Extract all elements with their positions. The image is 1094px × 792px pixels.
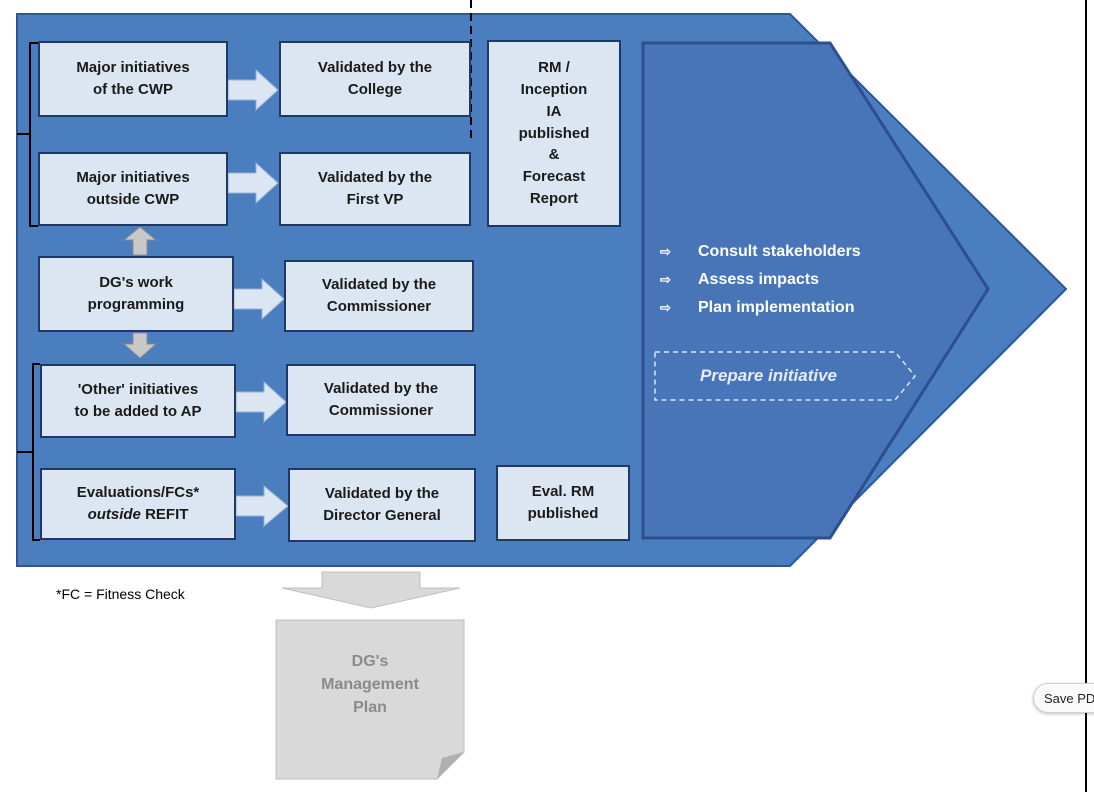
box-text-italic: outside: [87, 506, 141, 523]
step-label: Consult stakeholders: [698, 243, 861, 260]
connector-arrow: [227, 161, 279, 205]
box-text: published: [518, 124, 590, 142]
box-dg-work-programming: DG's work programming: [38, 256, 234, 332]
mgmt-text: DG's: [351, 653, 389, 670]
box-text: &: [548, 146, 560, 164]
vertical-arrows: [122, 226, 158, 359]
box-text: to be added to AP: [74, 403, 202, 420]
box-text: programming: [87, 296, 185, 313]
box-text: Eval. RM: [531, 482, 595, 500]
box-text: Forecast: [522, 168, 586, 186]
connector-arrow: [233, 277, 285, 321]
box-major-initiatives-cwp: Major initiatives of the CWP: [38, 41, 228, 117]
box-text: 'Other' initiatives: [77, 380, 199, 398]
box-text: Validated by the: [321, 275, 437, 293]
box-text: published: [527, 505, 599, 522]
box-text: Major initiatives: [76, 168, 190, 186]
box-text: REFIT: [140, 506, 189, 523]
management-plan-label: DG's Management Plan: [290, 650, 450, 719]
connector-arrow: [235, 484, 289, 528]
box-text: Major initiatives: [76, 58, 190, 76]
box-eval-rm-published: Eval. RM published: [496, 465, 630, 541]
box-text: Evaluations/FCs*: [76, 483, 200, 501]
management-plan-fold: [437, 752, 464, 779]
box-text: Commissioner: [326, 298, 432, 315]
box-rm-inception-ia: RM / Inception IA published & Forecast R…: [487, 40, 621, 227]
steps-list: ⇨ Consult stakeholders ⇨ Assess impacts ⇨ P…: [660, 238, 861, 322]
mgmt-text: Plan: [353, 699, 387, 716]
box-text-row: outside REFIT: [77, 504, 200, 527]
down-arrow: [122, 332, 158, 359]
box-text: RM /: [538, 59, 570, 77]
box-text: Inception: [520, 81, 588, 99]
box-text: First VP: [346, 191, 404, 208]
hollow-arrow-icon: ⇨: [660, 300, 671, 315]
step-item: ⇨ Consult stakeholders: [660, 238, 861, 266]
box-text: Validated by the: [324, 484, 440, 502]
box-text: Validated by the: [323, 379, 439, 397]
prepare-initiative-shape: [654, 351, 916, 401]
box-text: Validated by the: [317, 58, 433, 76]
step-label: Assess impacts: [698, 271, 819, 288]
up-arrow: [122, 226, 158, 256]
box-text: IA: [546, 102, 562, 120]
box-text: outside CWP: [86, 191, 180, 208]
box-evaluations-fcs: Evaluations/FCs* outside REFIT: [40, 468, 236, 540]
box-other-initiatives: 'Other' initiatives to be added to AP: [40, 364, 236, 438]
hollow-arrow-icon: ⇨: [660, 272, 671, 287]
inner-chevron: [641, 41, 990, 540]
box-text: DG's work: [99, 273, 173, 291]
box-text: Director General: [323, 507, 441, 524]
box-text: Commissioner: [328, 402, 434, 419]
step-item: ⇨ Assess impacts: [660, 266, 861, 294]
connector-arrow: [227, 68, 279, 112]
box-text: Report: [529, 189, 579, 207]
step-item: ⇨ Plan implementation: [660, 294, 861, 322]
hollow-arrow-icon: ⇨: [660, 244, 671, 259]
connector-arrows: [227, 68, 289, 528]
footnote: *FC = Fitness Check: [56, 586, 185, 602]
box-text: Validated by the: [317, 168, 433, 186]
box-major-initiatives-outside-cwp: Major initiatives outside CWP: [38, 152, 228, 226]
step-label: Plan implementation: [698, 299, 855, 316]
box-text: of the CWP: [93, 81, 173, 98]
management-plan-arrow: [281, 571, 461, 609]
save-pdf-button[interactable]: Save PDF: [1033, 683, 1094, 713]
prepare-initiative-label: Prepare initiative: [700, 366, 838, 385]
box-text: College: [347, 81, 403, 98]
mgmt-text: Management: [321, 676, 419, 693]
connector-arrow: [235, 380, 287, 424]
